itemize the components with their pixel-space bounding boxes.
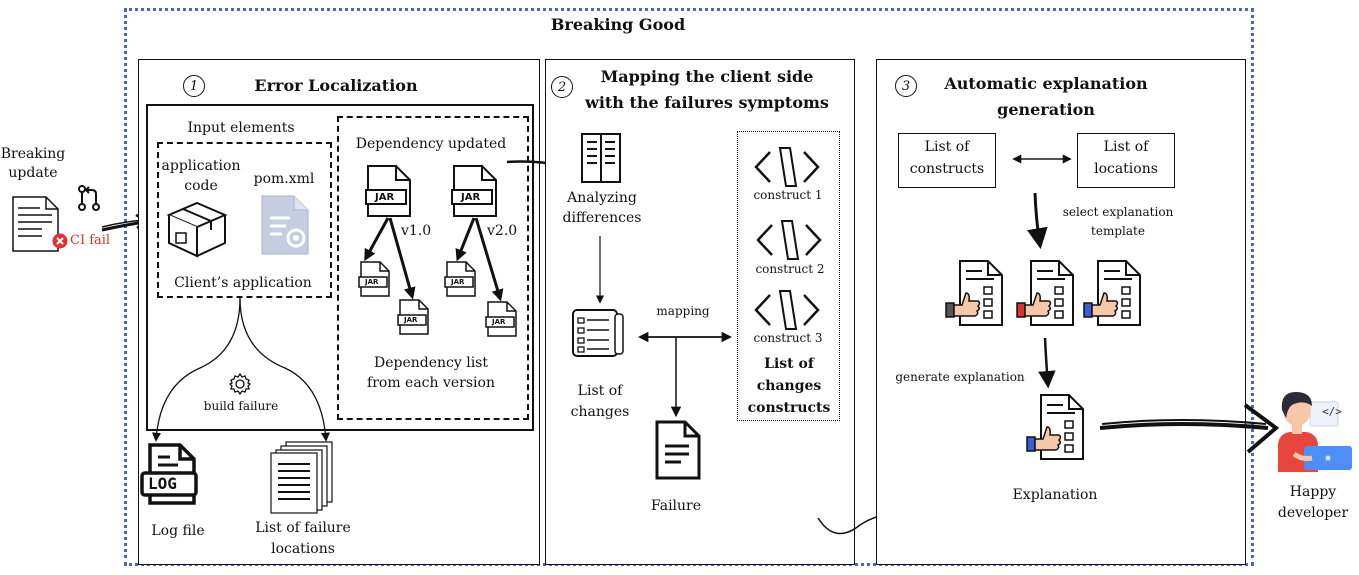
generate-explanation-label: generate explanation <box>895 370 1025 384</box>
failure-locations-stack-icon <box>270 441 333 514</box>
template-red-icon <box>1016 260 1074 326</box>
list-of-changes-icon <box>572 309 624 357</box>
jar-v1-text: JAR <box>375 192 395 203</box>
jar-small-icon <box>358 261 390 297</box>
jar-small-text: JAR <box>492 318 506 326</box>
developer-illustration <box>1278 392 1352 472</box>
happy-developer-label-1: Happy <box>1289 484 1337 500</box>
jar-v2-icon <box>451 165 497 217</box>
step-3-badge: 3 <box>895 75 917 97</box>
list-locations-label-2: locations <box>1094 161 1158 177</box>
ci-fail-label: CI fail <box>70 233 111 248</box>
step-2-badge: 2 <box>551 76 573 98</box>
failure-label: Failure <box>650 498 702 514</box>
failure-locations-label-1: List of failure <box>255 520 351 536</box>
constructs-title-3: constructs <box>747 400 831 416</box>
step-1-badge: 1 <box>183 75 205 97</box>
client-application-label: Client’s application <box>174 275 312 291</box>
constructs-title-1: List of <box>764 356 814 372</box>
mapping-label: mapping <box>656 304 710 318</box>
list-changes-label-1: List of <box>577 383 623 399</box>
jar-small-icon <box>485 301 517 337</box>
template-dark-icon <box>945 260 1003 326</box>
construct-3-label: construct 3 <box>753 331 823 345</box>
jar-small-text: JAR <box>365 278 379 286</box>
panel3-title-1: Automatic explanation <box>944 74 1148 93</box>
jar-small-icon <box>444 261 476 297</box>
list-constructs-label-2: constructs <box>909 161 985 177</box>
log-icon-text: LOG <box>148 474 177 493</box>
dependency-list-label-1: Dependency list <box>373 355 489 371</box>
failure-locations-label-2: locations <box>271 541 335 557</box>
jar-small-text: JAR <box>404 316 418 324</box>
log-file-icon <box>140 443 198 505</box>
code-construct-icon <box>754 147 820 187</box>
input-frame <box>146 104 534 431</box>
dependency-updated-label: Dependency updated <box>355 136 507 152</box>
jar-small-text: JAR <box>451 278 465 286</box>
jar-v1-icon <box>365 165 411 217</box>
select-template-label-2: template <box>1091 224 1145 238</box>
git-pull-request-icon <box>78 185 100 211</box>
select-template-label-1: select explanation <box>1062 205 1174 219</box>
list-locations-label-1: List of <box>1103 139 1149 155</box>
log-file-label: Log file <box>151 523 205 539</box>
diagram-title: Breaking Good <box>550 15 686 34</box>
jar-small-icon <box>397 299 429 335</box>
code-construct-icon <box>756 220 822 260</box>
code-construct-icon <box>754 290 820 330</box>
application-code-label-2: code <box>184 178 218 194</box>
update-document-icon <box>12 196 59 252</box>
pom-xml-label: pom.xml <box>253 171 315 187</box>
version-2-label: v2.0 <box>487 223 518 239</box>
build-failure-label: build failure <box>203 399 279 413</box>
diff-document-icon <box>581 133 621 183</box>
breaking-update-label-1: Breaking <box>0 146 66 162</box>
jar-v2-text: JAR <box>461 192 481 203</box>
package-box-icon <box>166 201 228 258</box>
panel1-title: Error Localization <box>254 76 418 95</box>
template-blue-icon <box>1083 260 1141 326</box>
application-code-label-1: application <box>161 158 241 174</box>
explanation-document-icon <box>1026 394 1084 460</box>
construct-2-label: construct 2 <box>755 262 825 276</box>
failure-document-icon <box>655 420 701 480</box>
error-x-icon <box>52 233 68 249</box>
client-application-box <box>157 142 332 298</box>
panel3-title-2: generation <box>997 100 1095 119</box>
gear-icon <box>228 372 252 396</box>
constructs-title-2: changes <box>756 378 822 394</box>
input-elements-label: Input elements <box>187 120 295 136</box>
pom-config-file-icon <box>261 195 309 255</box>
list-constructs-label-1: List of <box>924 139 970 155</box>
analyzing-label-1: Analyzing <box>567 190 637 206</box>
panel2-title-2: with the failures symptoms <box>585 93 829 112</box>
list-of-constructs-box <box>898 133 996 188</box>
construct-1-label: construct 1 <box>753 188 823 202</box>
constructs-box <box>737 131 840 421</box>
analyzing-label-2: differences <box>562 210 642 226</box>
happy-developer-label-2: developer <box>1277 505 1349 521</box>
version-1-label: v1.0 <box>401 223 432 239</box>
code-badge: </> <box>1322 405 1342 418</box>
list-of-locations-box <box>1077 133 1175 188</box>
dependency-list-label-2: from each version <box>367 375 495 391</box>
list-changes-label-2: changes <box>570 404 630 420</box>
dependency-updated-box <box>337 116 529 420</box>
breaking-update-label-2: update <box>8 165 58 181</box>
panel2-title-1: Mapping the client side <box>600 67 814 86</box>
explanation-label: Explanation <box>1012 487 1098 503</box>
